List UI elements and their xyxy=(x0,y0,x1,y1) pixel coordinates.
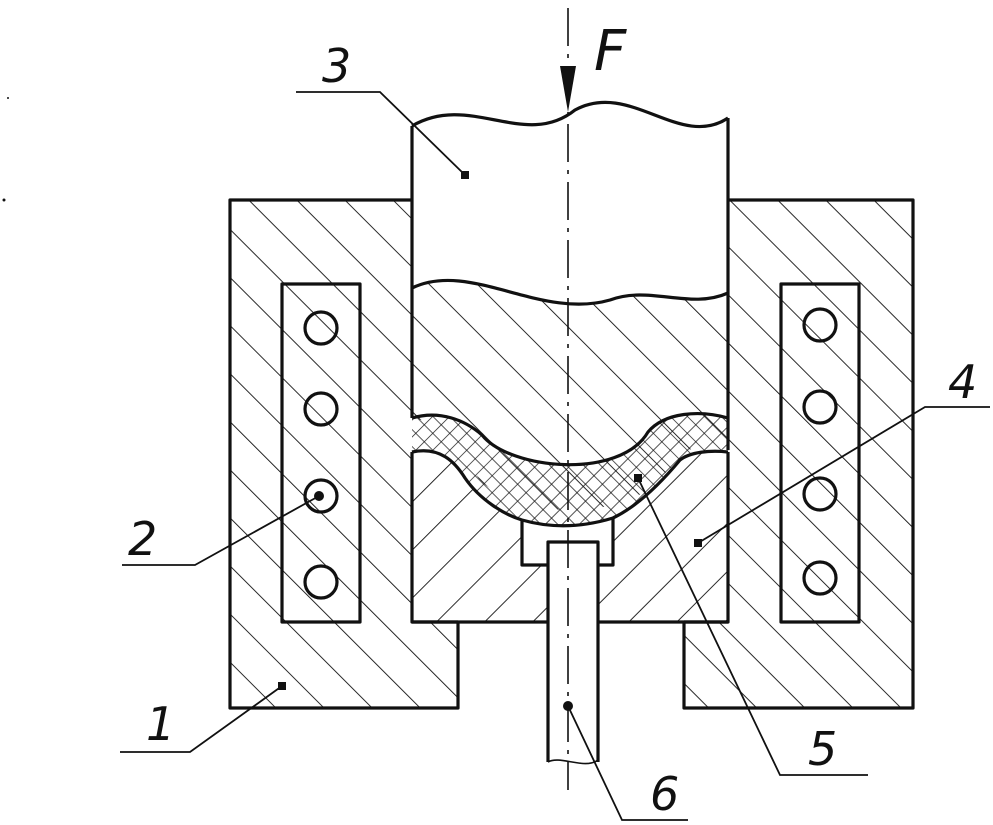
punch-section-break-line xyxy=(411,278,729,306)
leader-dot-1 xyxy=(278,682,286,690)
scan-speck xyxy=(7,97,9,99)
part-label-2: 2 xyxy=(128,512,157,566)
blank xyxy=(411,412,729,528)
blank-outline xyxy=(411,412,729,528)
leaders xyxy=(120,91,990,821)
blank-section xyxy=(412,413,728,526)
punch-unsectioned xyxy=(412,102,728,305)
leader-dot-5 xyxy=(634,474,642,482)
leader-dot-3 xyxy=(461,171,469,179)
punch-outline xyxy=(410,118,730,450)
leader-line-1 xyxy=(120,685,283,753)
die-ejector-pocket xyxy=(520,518,615,567)
ejector-pin xyxy=(546,540,600,765)
leader-line-3 xyxy=(296,91,466,176)
leader-line-6 xyxy=(567,705,688,821)
heater-hole xyxy=(802,476,838,512)
leader-line-2 xyxy=(122,495,320,566)
heater-hole xyxy=(802,307,838,343)
heater-hole xyxy=(303,478,339,514)
housing-left-section xyxy=(230,200,458,708)
heater-hole xyxy=(802,560,838,596)
ejector-pin-body xyxy=(548,542,598,762)
heater-slot-right xyxy=(779,282,861,624)
heater-hole xyxy=(303,310,339,346)
housing-outline xyxy=(228,198,915,710)
scan-speck xyxy=(2,198,6,202)
part-label-6: 6 xyxy=(650,767,679,821)
leader-dot-2 xyxy=(314,491,324,501)
part-label-4: 4 xyxy=(948,355,977,409)
heater-left xyxy=(280,282,362,624)
housing-right-section xyxy=(684,200,913,708)
heater-hole xyxy=(802,389,838,425)
force-label: F xyxy=(594,19,627,84)
heater-right xyxy=(779,282,861,624)
leader-line-5 xyxy=(637,477,868,776)
ejector-pin-outline xyxy=(546,540,600,762)
part-label-1: 1 xyxy=(146,697,175,751)
heater-hole xyxy=(303,564,339,600)
housing xyxy=(228,198,915,710)
leader-line-4 xyxy=(697,406,990,544)
part-label-3: 3 xyxy=(322,39,351,93)
punch-top-break-line xyxy=(411,100,729,129)
heater-hole xyxy=(303,391,339,427)
force-arrow-icon xyxy=(560,66,576,112)
die-outline xyxy=(410,452,730,624)
part-label-5: 5 xyxy=(808,722,837,776)
heater-slot-left xyxy=(280,282,362,624)
leader-dot-4 xyxy=(694,539,702,547)
leader-dot-6 xyxy=(563,701,573,711)
